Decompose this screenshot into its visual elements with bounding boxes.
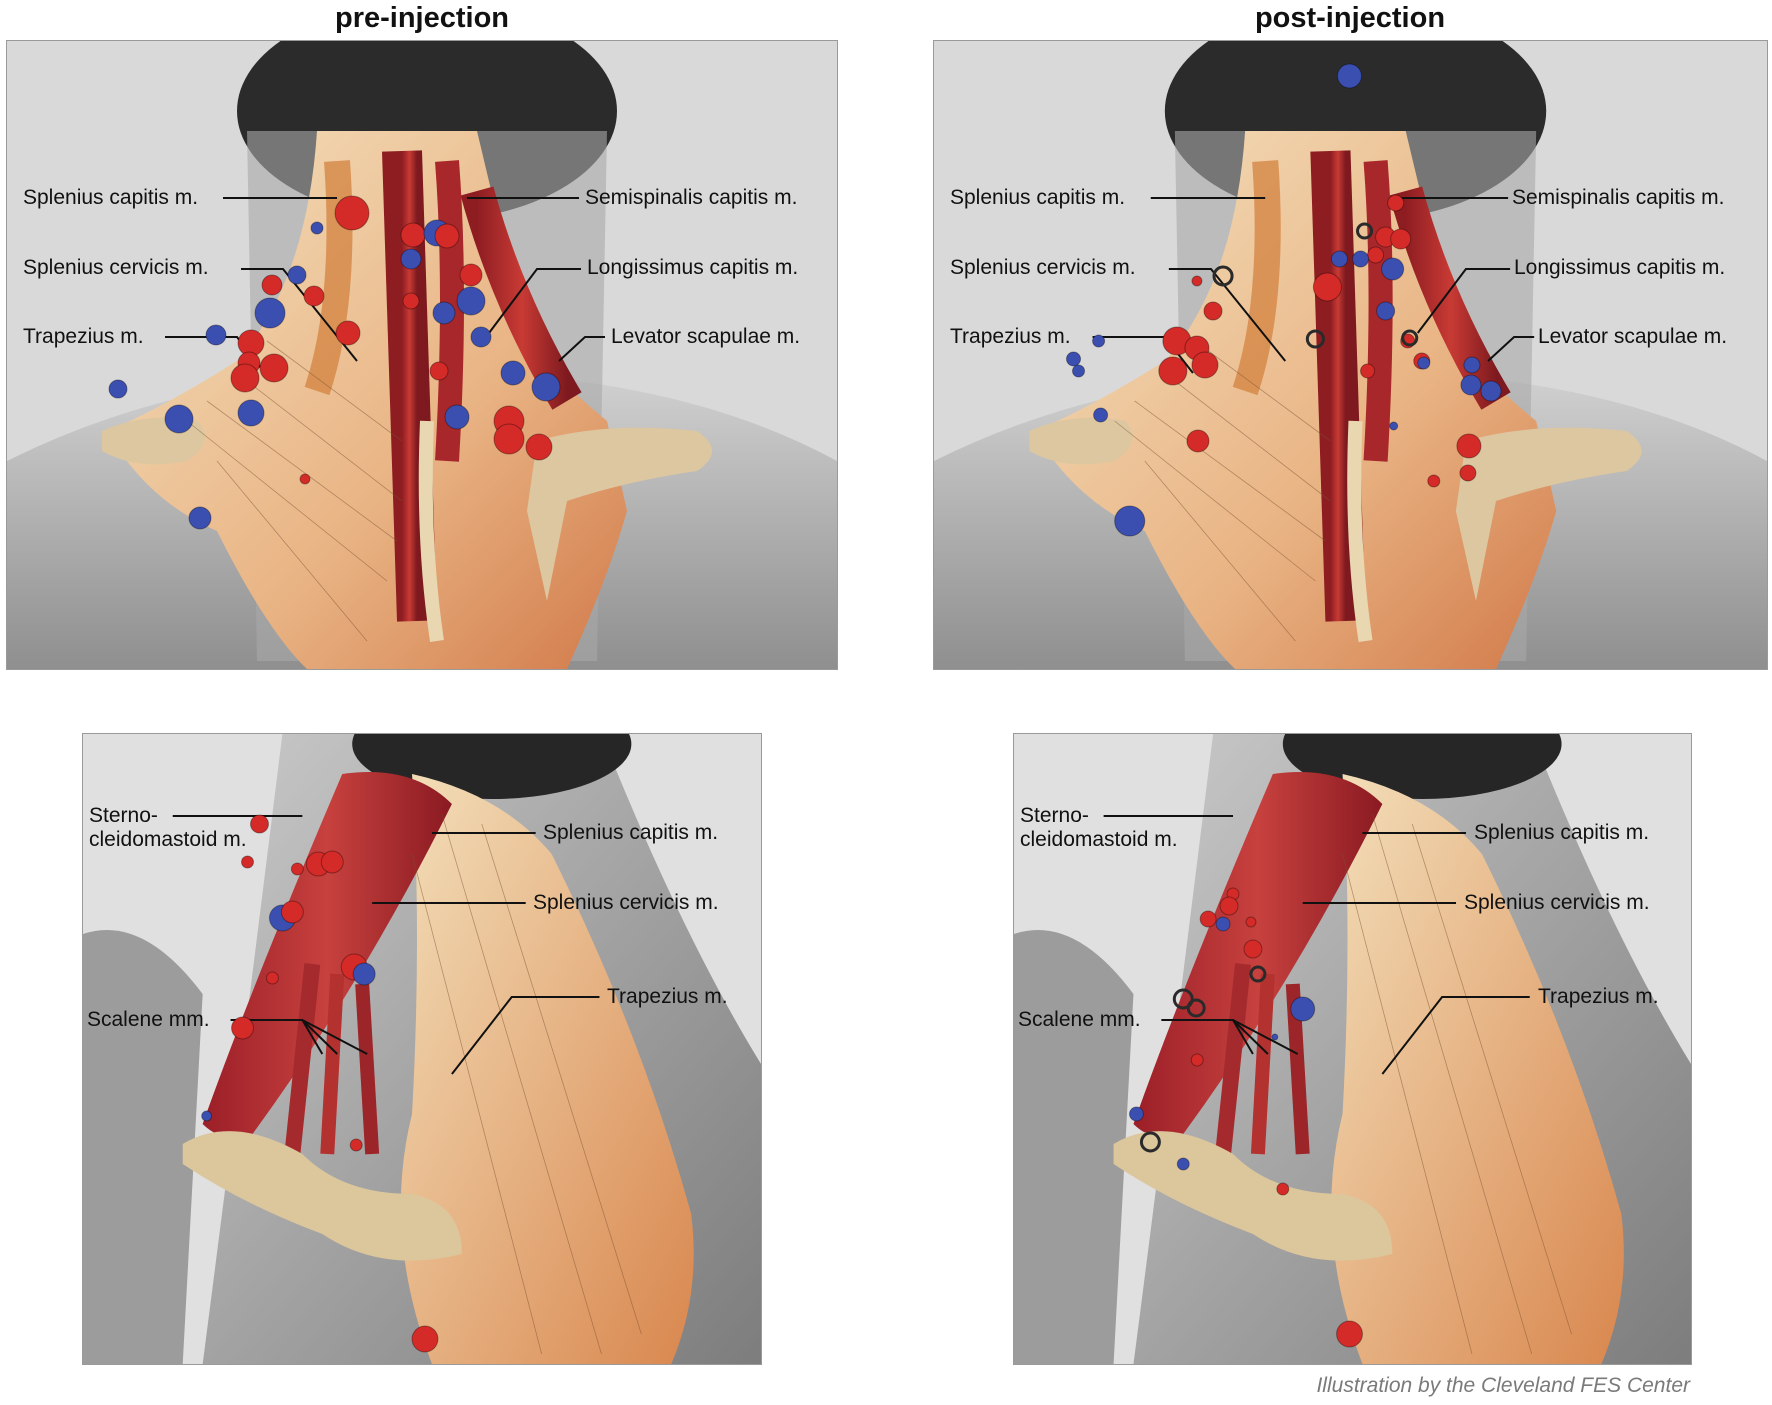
label-semispinalis-capitis: Semispinalis capitis m. bbox=[1512, 186, 1725, 209]
label-longissimus-capitis: Longissimus capitis m. bbox=[1514, 256, 1726, 279]
label-splenius-cervicis: Splenius cervicis m. bbox=[950, 256, 1136, 279]
label-sternocleidomastoid-line2: cleidomastoid m. bbox=[1020, 828, 1178, 851]
back-view-illustration bbox=[7, 41, 837, 669]
label-semispinalis-capitis: Semispinalis capitis m. bbox=[585, 186, 798, 209]
pre-injection-title: pre-injection bbox=[334, 2, 509, 34]
label-splenius-capitis: Splenius capitis m. bbox=[950, 186, 1126, 209]
label-splenius-capitis: Splenius capitis m. bbox=[1474, 821, 1650, 844]
label-sternocleidomastoid-line1: Sterno- bbox=[89, 804, 158, 827]
post-injection-title: post-injection bbox=[1254, 2, 1446, 34]
back-view-pre-panel: Splenius capitis m. Splenius cervicis m.… bbox=[6, 40, 838, 670]
label-trapezius: Trapezius m. bbox=[1538, 985, 1659, 1008]
side-view-post-panel: Sterno- cleidomastoid m. Splenius capiti… bbox=[1013, 733, 1692, 1365]
label-splenius-cervicis: Splenius cervicis m. bbox=[533, 891, 719, 914]
label-splenius-capitis: Splenius capitis m. bbox=[543, 821, 719, 844]
label-splenius-cervicis: Splenius cervicis m. bbox=[1464, 891, 1650, 914]
back-view-illustration bbox=[934, 41, 1767, 669]
back-view-post-panel: Splenius capitis m. Splenius cervicis m.… bbox=[933, 40, 1768, 670]
label-trapezius: Trapezius m. bbox=[23, 325, 144, 348]
label-sternocleidomastoid-line1: Sterno- bbox=[1020, 804, 1089, 827]
label-sternocleidomastoid-line2: cleidomastoid m. bbox=[89, 828, 247, 851]
illustration-credit: Illustration by the Cleveland FES Center bbox=[1316, 1374, 1690, 1397]
label-trapezius: Trapezius m. bbox=[950, 325, 1071, 348]
label-scalene: Scalene mm. bbox=[1018, 1008, 1141, 1031]
label-splenius-cervicis: Splenius cervicis m. bbox=[23, 256, 209, 279]
label-longissimus-capitis: Longissimus capitis m. bbox=[587, 256, 799, 279]
side-view-pre-panel: Sterno- cleidomastoid m. Splenius capiti… bbox=[82, 733, 762, 1365]
label-levator-scapulae: Levator scapulae m. bbox=[611, 325, 801, 348]
label-splenius-capitis: Splenius capitis m. bbox=[23, 186, 199, 209]
label-trapezius: Trapezius m. bbox=[607, 985, 728, 1008]
label-levator-scapulae: Levator scapulae m. bbox=[1538, 325, 1728, 348]
label-scalene: Scalene mm. bbox=[87, 1008, 210, 1031]
side-view-illustration bbox=[83, 734, 761, 1364]
